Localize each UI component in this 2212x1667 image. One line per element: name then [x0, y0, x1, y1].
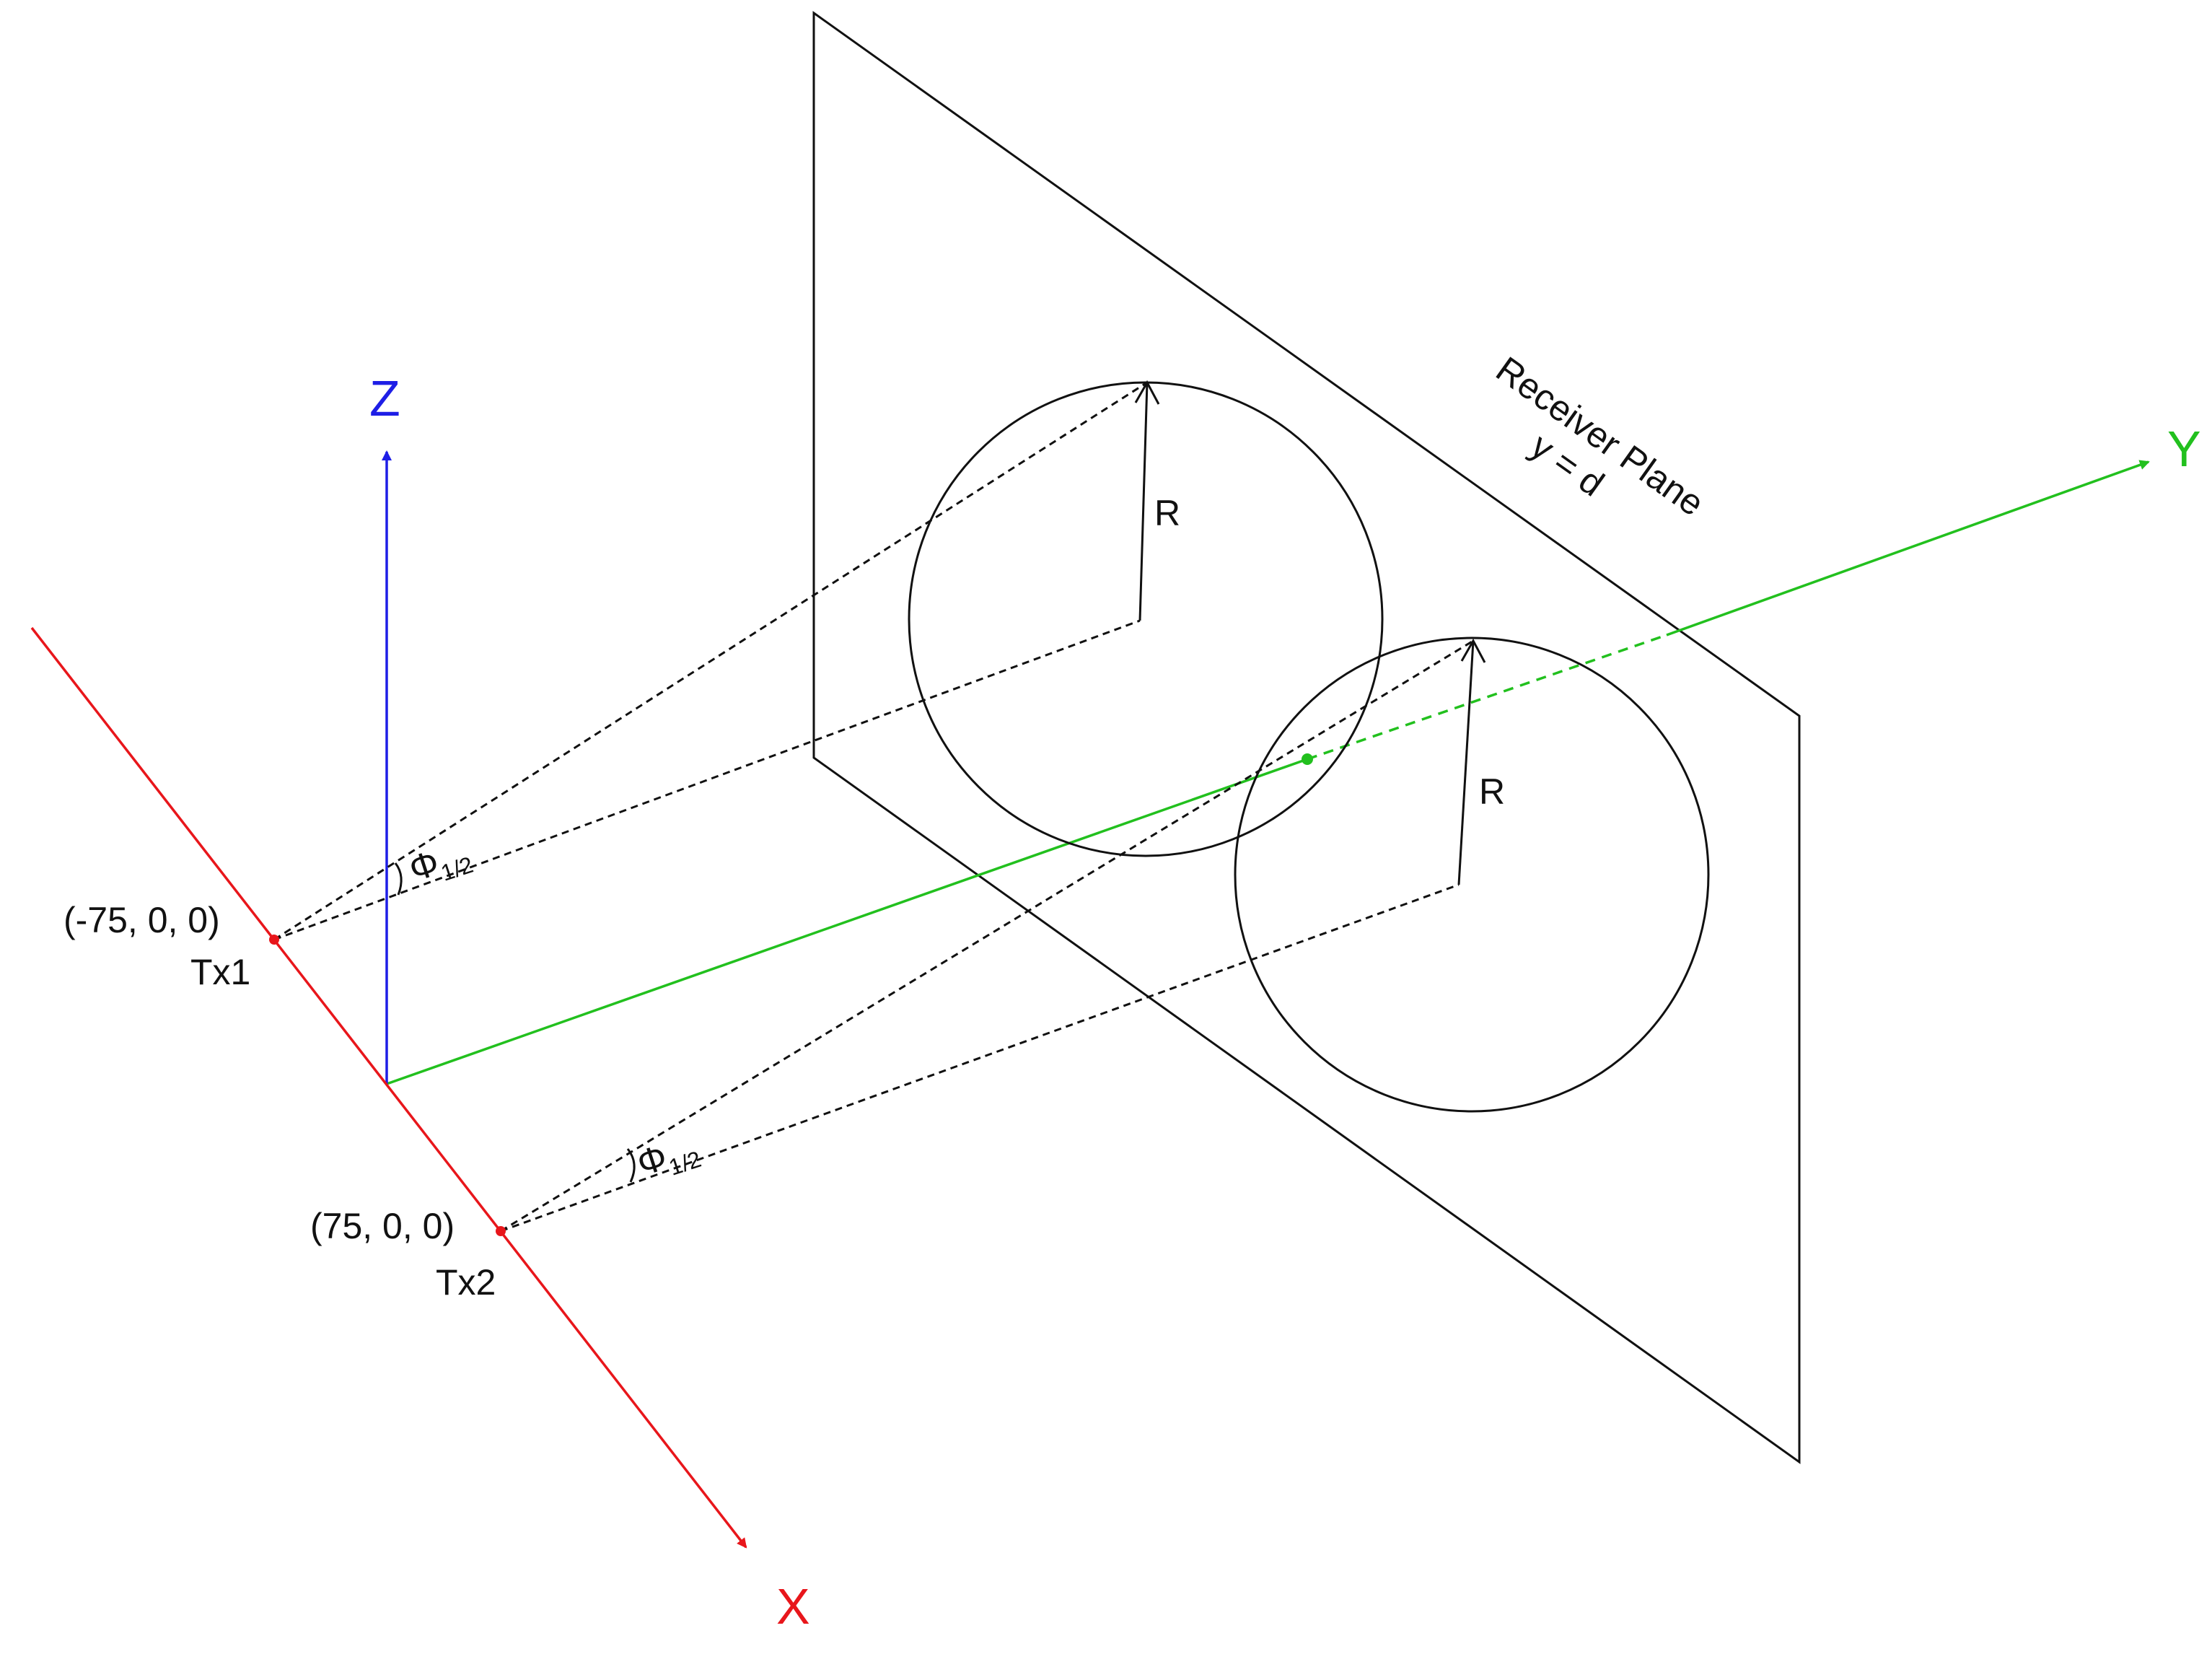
- radius-label-tx1: R: [1154, 493, 1180, 533]
- y-axis-line: [386, 758, 1308, 1085]
- y-axis-arrow: [1666, 460, 2150, 636]
- tx1-dot: [269, 935, 279, 945]
- radius-label-tx2: R: [1479, 771, 1505, 812]
- tx2-cone-upper: [500, 639, 1474, 1233]
- half-angle-symbol-tx1: Φ: [404, 842, 444, 890]
- half-angle-symbol-tx2: Φ: [632, 1137, 672, 1184]
- y-axis-hidden-segment: [1307, 634, 1667, 761]
- half-angle-label-tx2: Φ1/2: [632, 1126, 704, 1189]
- radius-arrow-tx1: [1138, 382, 1149, 621]
- coverage-circle-tx2: [1234, 636, 1710, 1113]
- tx1-coords-label: (-75, 0, 0): [63, 900, 220, 940]
- half-angle-subscript-tx2: 1/2: [666, 1146, 704, 1181]
- tx1-cone-center: [273, 619, 1141, 941]
- x-axis-label: X: [776, 1578, 810, 1635]
- z-axis-label: Z: [369, 370, 400, 426]
- tx2-name-label: Tx2: [436, 1262, 496, 1303]
- tx2-coords-label: (75, 0, 0): [310, 1206, 455, 1246]
- y-axis-label: Y: [2167, 421, 2201, 477]
- radius-arrow-tx2: [1457, 640, 1475, 885]
- tx1-name-label: Tx1: [190, 952, 250, 992]
- tx1-cone-upper: [273, 381, 1148, 941]
- receiver-plane-title: Receiver Plane: [1489, 349, 1712, 523]
- receiver-plane: [812, 11, 1801, 1464]
- tx2-dot: [496, 1226, 506, 1236]
- half-angle-label-tx1: Φ1/2: [404, 832, 476, 895]
- half-angle-subscript-tx1: 1/2: [438, 852, 476, 886]
- half-angle-arc-tx2: [626, 1148, 636, 1183]
- tx2-cone-center: [500, 883, 1460, 1233]
- half-angle-arc-tx1: [394, 862, 403, 896]
- receiver-center-dot: [1302, 753, 1313, 765]
- x-axis-arrow: [30, 626, 747, 1549]
- radius-arrowhead-tx2: [1460, 638, 1486, 663]
